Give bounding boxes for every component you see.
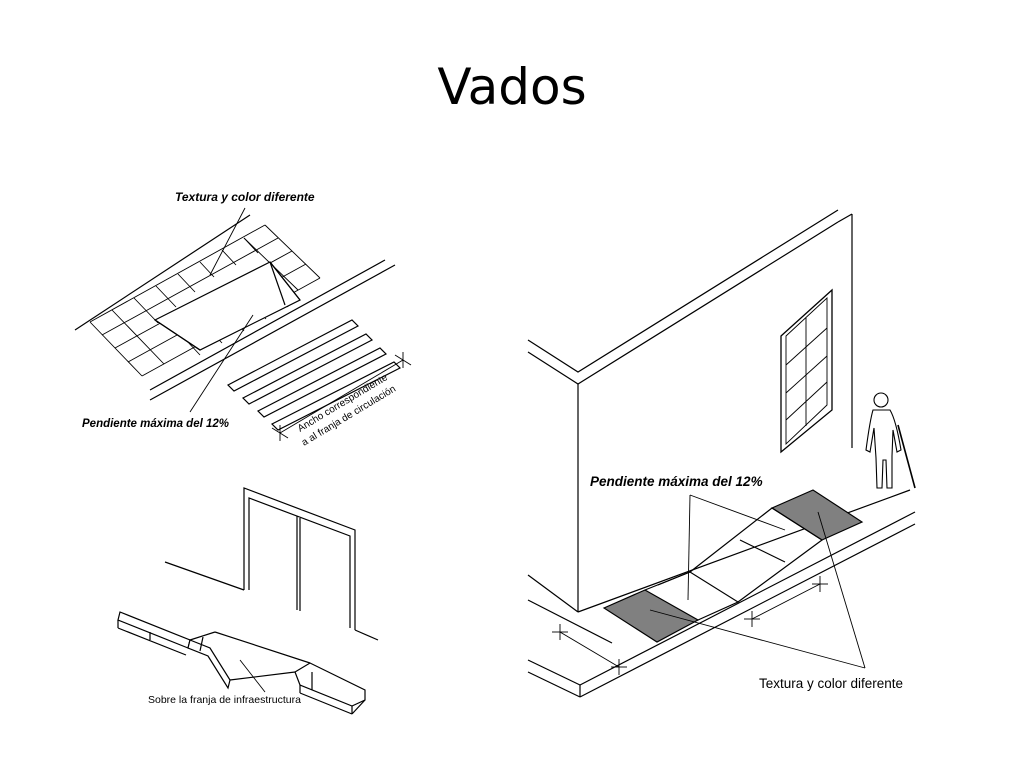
leader-lines (649, 494, 866, 669)
ramp-center (689, 507, 824, 603)
label-texture-top-left: Textura y color diferente (175, 190, 315, 204)
sidewalk-back-edge (577, 489, 911, 613)
leader-slope (189, 314, 254, 413)
ramp (602, 489, 864, 643)
curb-edge-line (149, 264, 396, 401)
wall-base-right (354, 629, 379, 641)
curb-strip (117, 611, 366, 715)
dimension-tick-marks (271, 352, 412, 441)
leader-texture (209, 207, 246, 276)
curb-inner-line (149, 259, 386, 391)
dimension-marks (552, 576, 828, 675)
sidewalk-left-edge (527, 599, 613, 644)
diagram-building-ramp: Pendiente máxima del 12% Textura y color… (527, 209, 916, 698)
label-slope-top-left: Pendiente máxima del 12% (82, 418, 229, 430)
diagram-curb-ramp-plan: Textura y color diferente Pendiente máxi… (74, 190, 412, 449)
ramp-flare-left (154, 319, 201, 351)
label-strip: Sobre la franja de infraestructura (148, 694, 301, 706)
curb-top-edge (579, 511, 916, 686)
diagram-door-curb: Sobre la franja de infraestructura (117, 487, 379, 715)
person-with-cane-icon (865, 392, 916, 489)
crosswalk-stripes (226, 319, 402, 431)
ramp-center-line (739, 539, 786, 563)
wall-left-base (527, 574, 579, 613)
curb-front-left-2 (527, 671, 581, 698)
curb-bottom-edge (579, 523, 916, 698)
sidewalk-edge-line (74, 214, 251, 331)
ramp-surface (153, 261, 301, 351)
slide-title: Vados (437, 58, 587, 116)
label-slope-right: Pendiente máxima del 12% (590, 474, 763, 489)
wall-base-left (164, 561, 245, 591)
door-frame (243, 487, 356, 630)
roof-edge-outer (527, 209, 839, 373)
sidewalk (527, 489, 916, 698)
ramp-flare-right (269, 261, 301, 301)
curb-front-left (527, 659, 581, 686)
leader-strip (239, 659, 266, 693)
label-texture-right: Textura y color diferente (759, 676, 903, 691)
door-inner (248, 497, 351, 628)
wall-top-cap (837, 213, 853, 223)
width-dimension-line (279, 359, 404, 434)
window (780, 288, 833, 454)
ramp-flare-right-2 (269, 261, 286, 306)
tactile-pad-right (770, 489, 864, 541)
